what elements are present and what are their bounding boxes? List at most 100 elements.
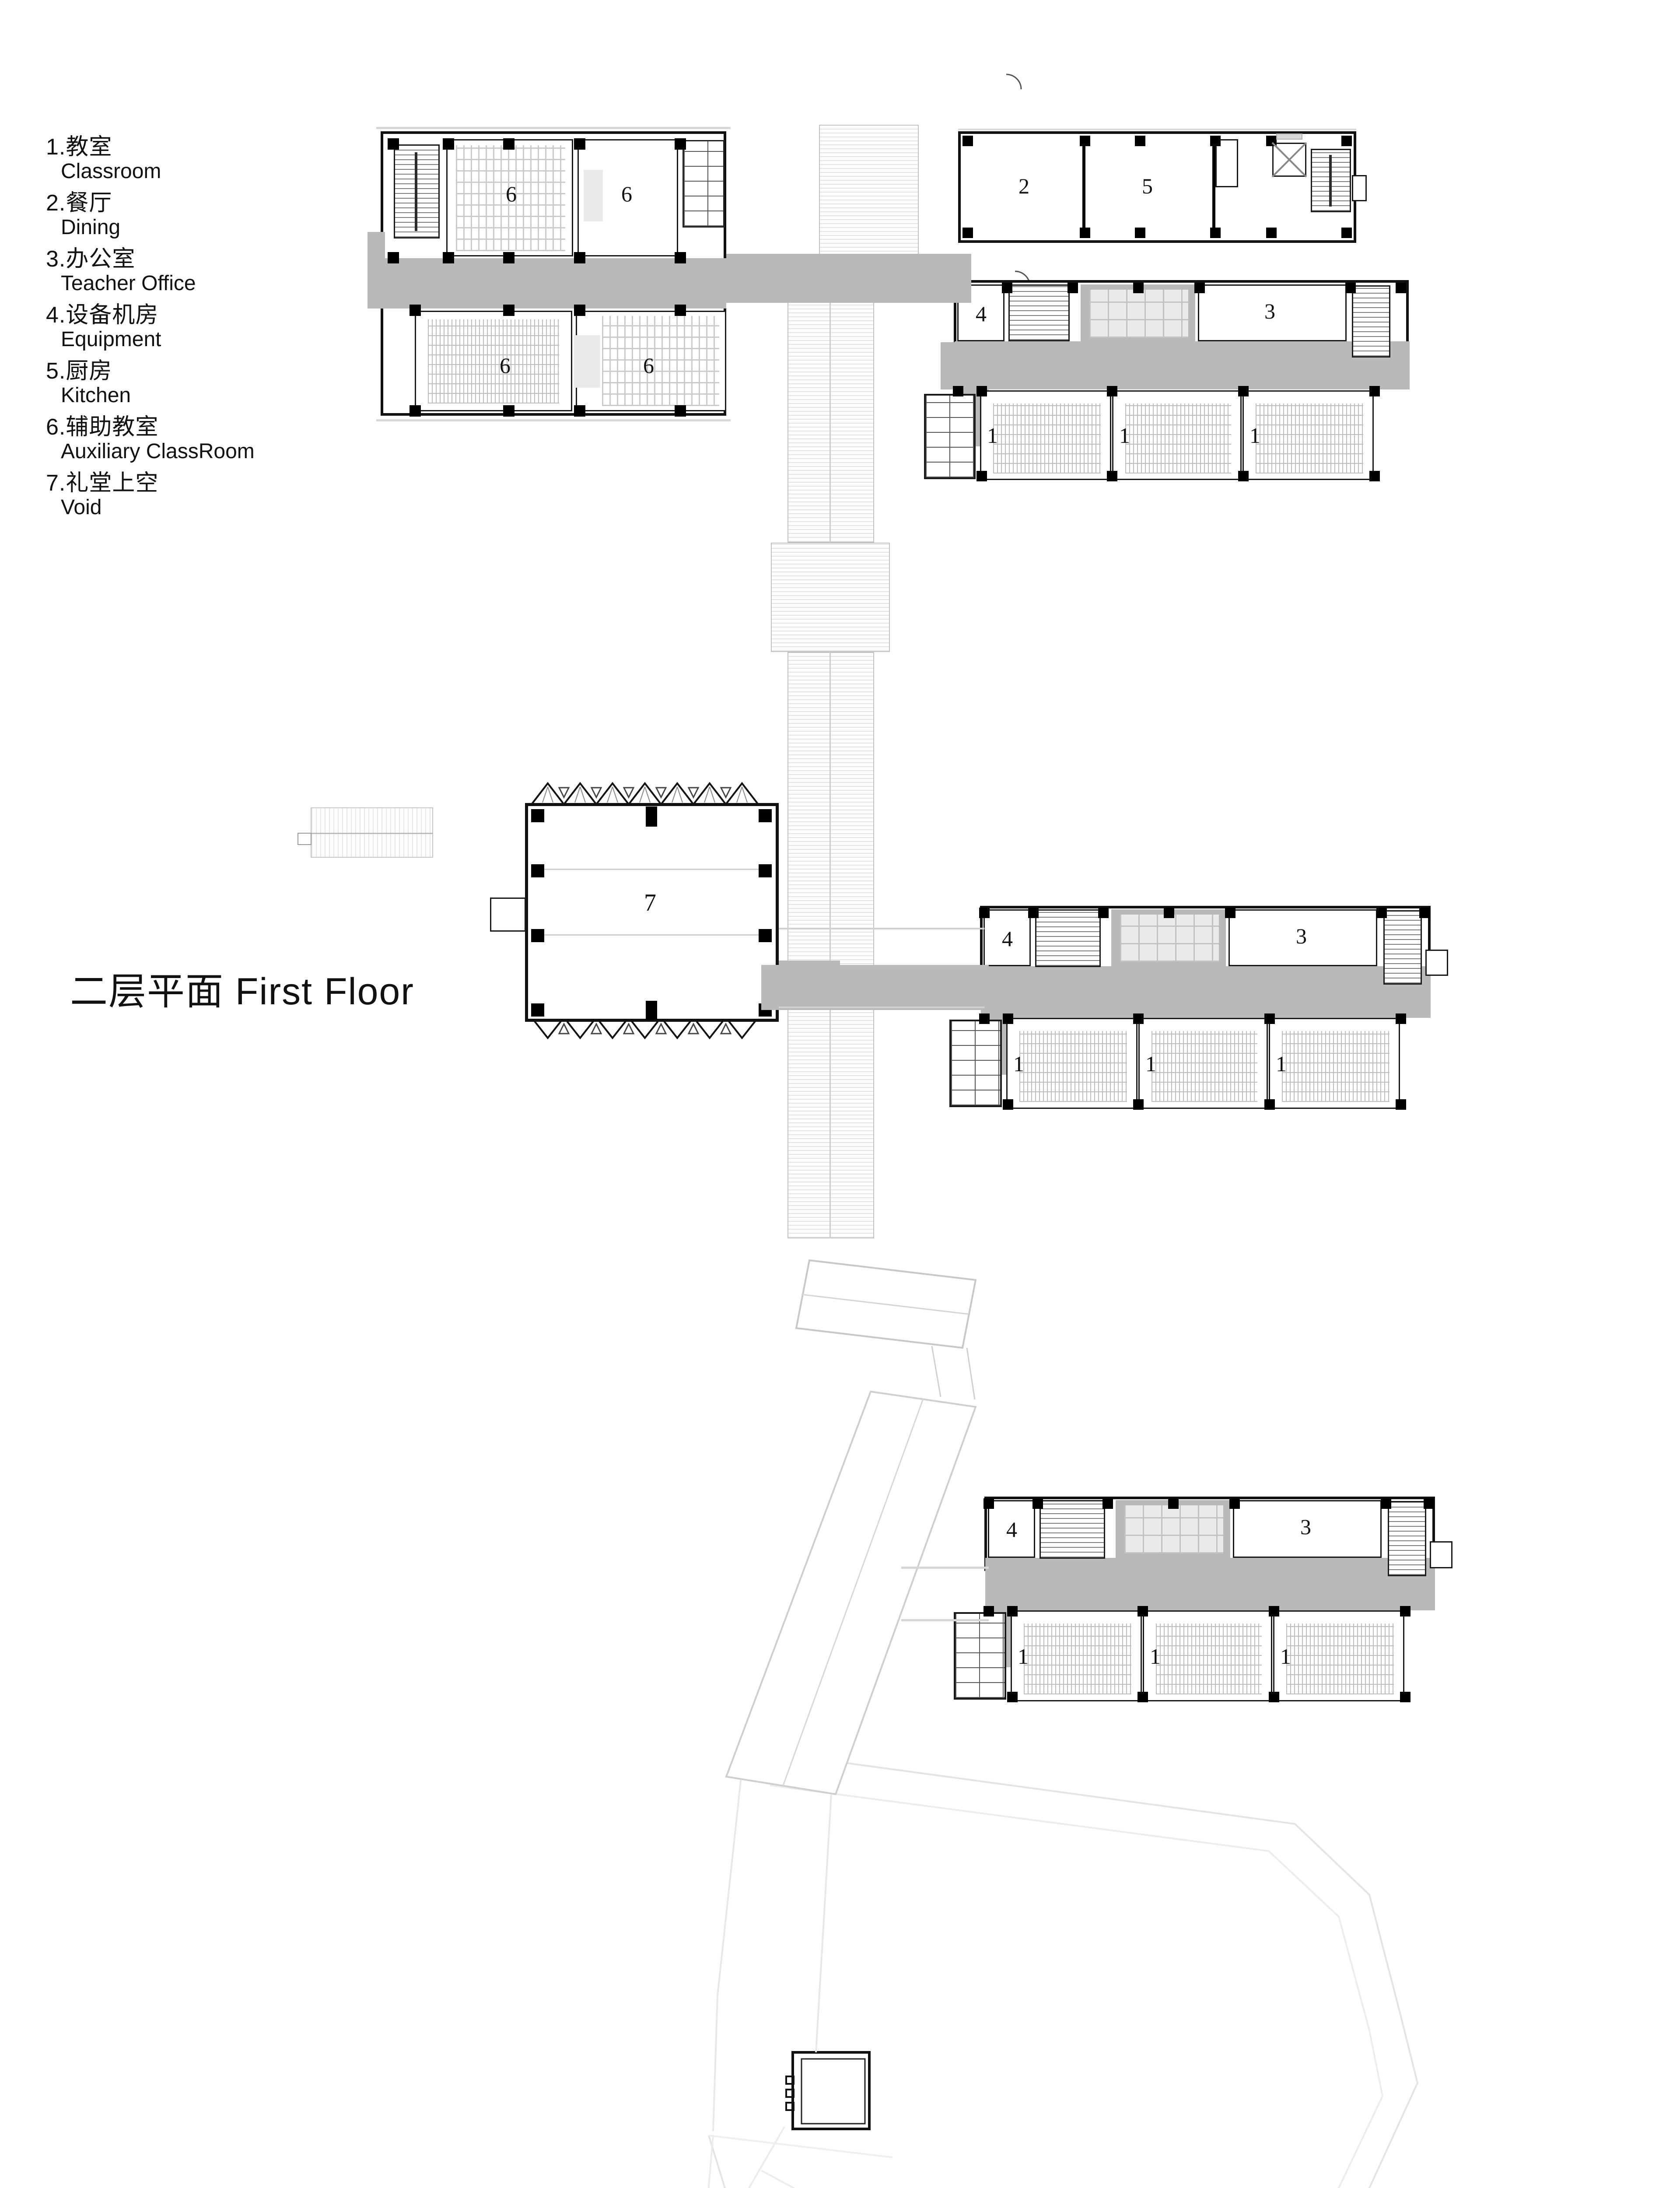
block-c-stair <box>1008 284 1070 341</box>
column <box>503 405 514 417</box>
column <box>574 252 585 263</box>
corridor-bridge-north <box>726 254 971 303</box>
column <box>1003 1099 1013 1110</box>
column <box>1264 1013 1275 1024</box>
room-label-d3: 1 <box>1276 1052 1287 1076</box>
column <box>1369 386 1380 396</box>
legend: 1.教室 Classroom 2.餐厅 Dining 3.办公室 Teacher… <box>46 136 361 528</box>
column <box>443 138 454 150</box>
column <box>1007 1606 1018 1616</box>
legend-item-2-en: Dining <box>61 216 121 239</box>
block-e-toilets <box>954 1612 1006 1700</box>
column <box>1138 1692 1148 1702</box>
legend-item-6-cn: 6.辅助教室 <box>46 414 159 440</box>
block-e-open-area-desks <box>1124 1505 1223 1553</box>
legend-item-4-en: Equipment <box>61 328 161 351</box>
column <box>675 405 686 417</box>
column <box>1264 1099 1275 1110</box>
column <box>1135 228 1145 238</box>
column <box>646 806 657 827</box>
block-c-corridor-stub <box>941 342 958 389</box>
block-a-corridor <box>381 258 726 309</box>
column <box>1102 1498 1113 1509</box>
column <box>531 864 544 877</box>
column <box>388 252 399 263</box>
column <box>1007 1692 1018 1702</box>
dining-room <box>964 137 1082 237</box>
legend-item-6-en: Auxiliary ClassRoom <box>61 440 255 463</box>
room-label-e3: 1 <box>1280 1644 1291 1669</box>
column <box>1003 1013 1013 1024</box>
column <box>1419 908 1430 918</box>
block-a-outer-hairline-b <box>376 419 731 421</box>
column <box>1238 386 1249 396</box>
classroom-d3-desks <box>1282 1031 1390 1102</box>
block-b-wall-2 <box>1212 137 1215 237</box>
column <box>1002 283 1012 293</box>
column <box>979 1013 990 1024</box>
column <box>410 305 421 316</box>
room-label-e-equipment: 4 <box>1006 1517 1017 1542</box>
column <box>979 908 990 918</box>
classroom-e1-desks <box>1024 1623 1131 1694</box>
auditorium-inner-line-bottom <box>535 934 769 936</box>
legend-item-2: 2.餐厅 Dining <box>46 192 361 238</box>
room-label-dining: 2 <box>1018 174 1029 198</box>
block-e-stair <box>1040 1500 1105 1559</box>
room-label-d-equipment: 4 <box>1002 926 1013 951</box>
classroom-c1-desks <box>993 403 1101 473</box>
column <box>1229 1498 1240 1509</box>
block-c-toilets <box>924 394 976 479</box>
block-e-corridor <box>985 1558 1435 1610</box>
block-c-open-area-desks <box>1089 290 1188 338</box>
room-label-a3: 6 <box>500 353 511 378</box>
corridor-auditorium-link <box>779 961 840 1009</box>
block-d-open-area-desks <box>1120 915 1219 962</box>
column <box>1341 228 1352 238</box>
column <box>503 252 514 263</box>
classroom-c2-desks <box>1125 403 1231 473</box>
room-label-kitchen: 5 <box>1142 174 1153 198</box>
column <box>1133 1013 1144 1024</box>
legend-item-1-en: Classroom <box>61 160 161 183</box>
auditorium-link-line-a <box>779 928 984 929</box>
room-label-a2: 6 <box>621 182 632 206</box>
detached-stair-side-box <box>298 833 312 845</box>
corridor-bridge-middle-edge <box>761 965 989 967</box>
column <box>1396 1013 1406 1024</box>
south-link-line-a <box>901 1567 989 1569</box>
legend-item-6: 6.辅助教室 Auxiliary ClassRoom <box>46 416 361 462</box>
column <box>1210 136 1221 146</box>
column <box>1133 1099 1144 1110</box>
ramp-spine-lower <box>788 652 874 985</box>
column <box>1400 1692 1410 1702</box>
block-a-stair-rail <box>415 152 417 231</box>
auditorium-side-box <box>490 898 526 932</box>
detached-stair-deck <box>311 807 433 858</box>
auditorium-envelope <box>525 803 779 1022</box>
column <box>531 929 544 942</box>
room-label-a4: 6 <box>643 353 654 378</box>
column <box>675 252 686 263</box>
block-a-corridor-stub <box>368 232 385 309</box>
legend-item-5-cn: 5.厨房 <box>46 358 112 384</box>
legend-item-3-en: Teacher Office <box>61 272 196 295</box>
column <box>1194 283 1205 293</box>
auditorium-inner-line-top <box>535 869 769 870</box>
column <box>675 138 686 150</box>
column <box>1238 471 1249 481</box>
classroom-block-middle: 4 3 1 1 1 <box>949 888 1457 1125</box>
legend-item-1-cn: 1.教室 <box>46 134 112 160</box>
column <box>1080 228 1090 238</box>
column <box>1369 471 1380 481</box>
column <box>1266 136 1277 146</box>
classroom-d2-desks <box>1152 1031 1257 1102</box>
legend-item-3: 3.办公室 Teacher Office <box>46 248 361 294</box>
column <box>1269 1692 1279 1702</box>
block-d-toilets <box>949 1020 1002 1107</box>
dining-kitchen-block: 2 5 <box>958 129 1367 243</box>
block-c-stair-east <box>1352 285 1390 358</box>
column <box>1135 136 1145 146</box>
column <box>976 386 987 396</box>
